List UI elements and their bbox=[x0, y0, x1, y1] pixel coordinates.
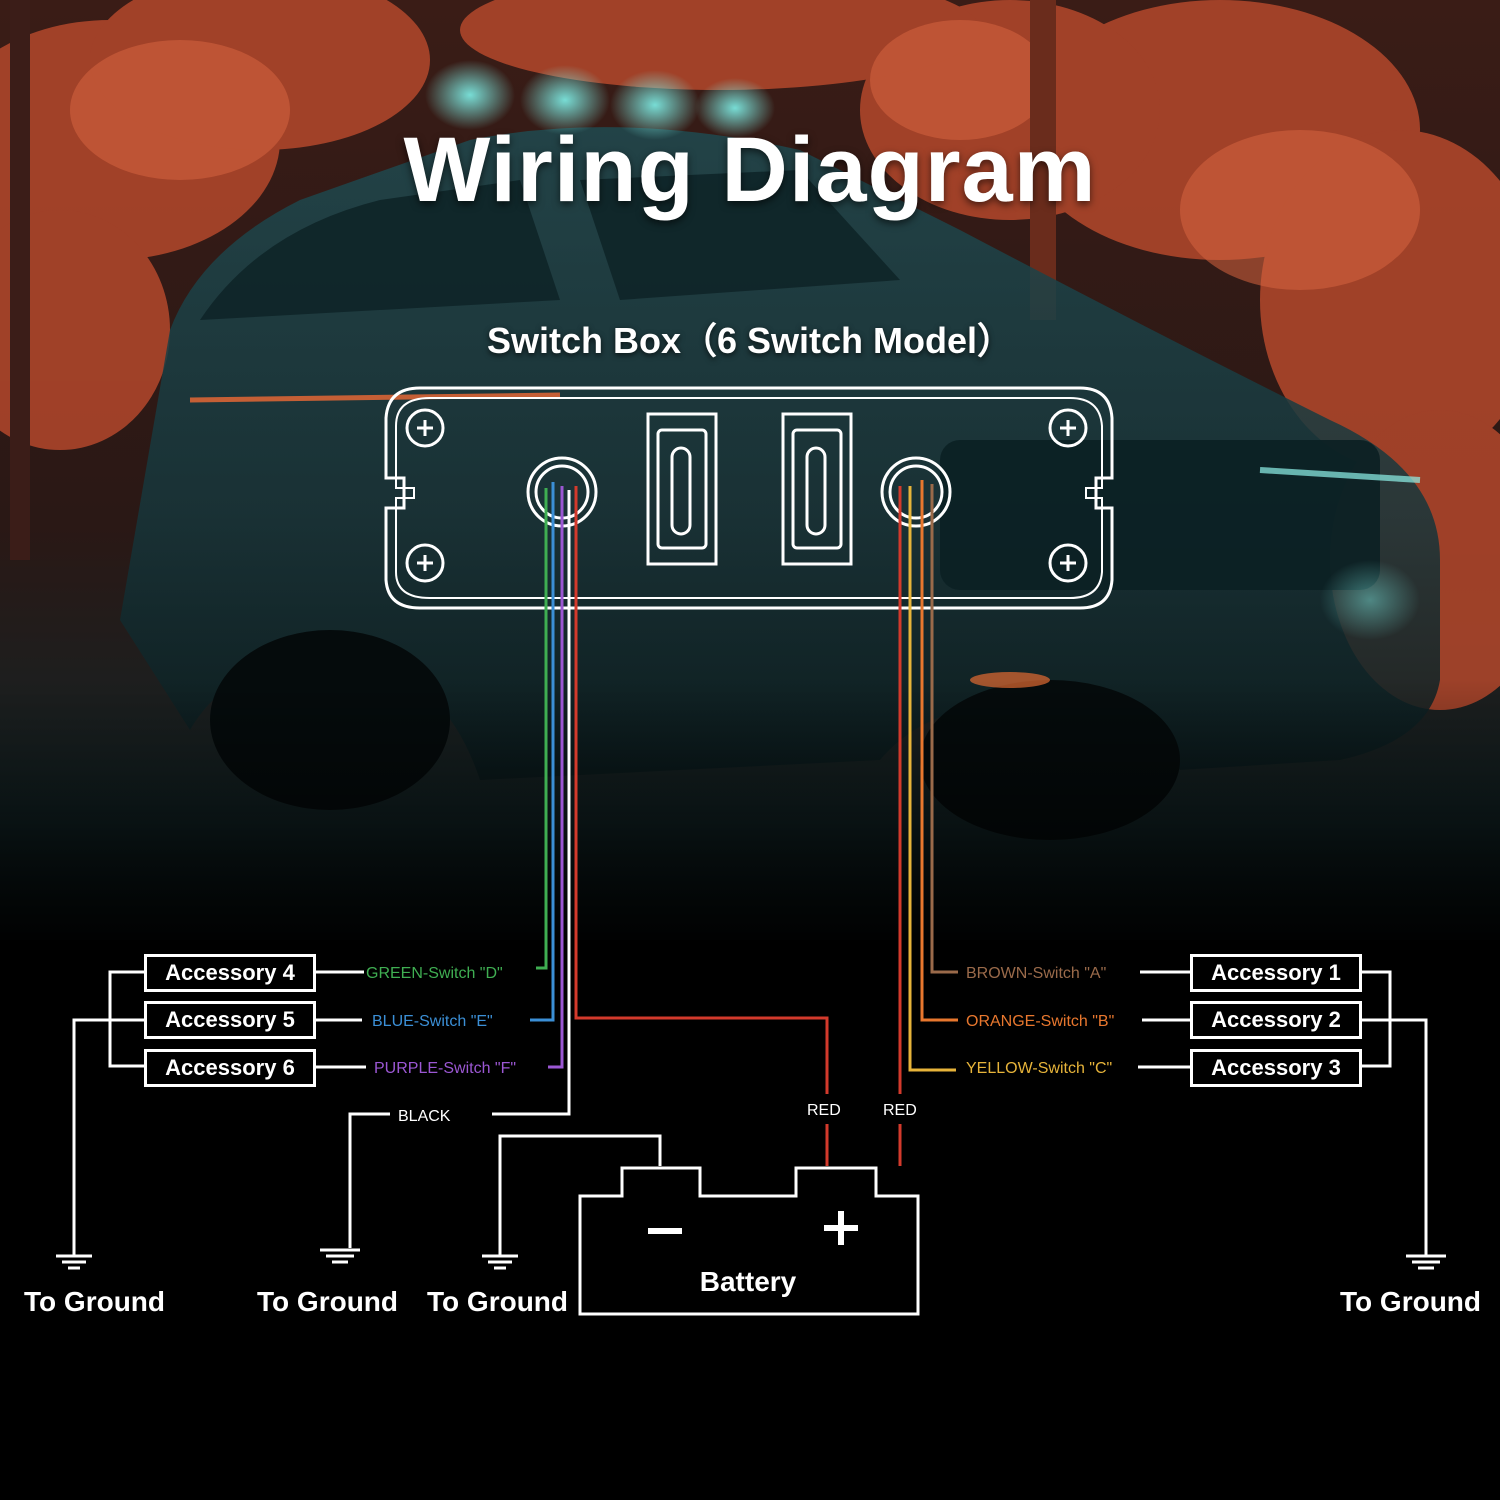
black-wire-label: BLACK bbox=[398, 1108, 451, 1125]
switch-box-title: Switch Box（6 Switch Model） bbox=[486, 320, 1014, 361]
accessory-5-box: Accessory 5 bbox=[144, 1001, 316, 1039]
ground-label-2: To Ground bbox=[257, 1286, 398, 1317]
battery-symbol bbox=[498, 1134, 920, 1316]
brown-wire bbox=[930, 484, 958, 974]
left-ground-bus bbox=[72, 970, 366, 1256]
screw-icon bbox=[417, 420, 1076, 571]
battery-terminal-icons bbox=[648, 1211, 858, 1245]
accessory-1-box: Accessory 1 bbox=[1190, 954, 1362, 992]
accessory-3-box: Accessory 3 bbox=[1190, 1049, 1362, 1087]
brown-wire-label: BROWN-Switch "A" bbox=[966, 965, 1107, 982]
orange-wire bbox=[920, 480, 958, 1022]
accessory-6-box: Accessory 6 bbox=[144, 1049, 316, 1087]
green-wire bbox=[536, 488, 548, 970]
blue-wire bbox=[530, 482, 555, 1022]
switch-box bbox=[384, 386, 1114, 610]
battery-label: Battery bbox=[699, 1266, 797, 1297]
yellow-wire-label: YELLOW-Switch "C" bbox=[966, 1060, 1113, 1077]
red-wire-left bbox=[574, 486, 829, 1094]
black-wire-ground bbox=[348, 1112, 390, 1248]
ground-label-3: To Ground bbox=[427, 1286, 568, 1317]
ground-label-4: To Ground bbox=[1340, 1286, 1481, 1317]
yellow-wire bbox=[908, 486, 956, 1072]
green-wire-label: GREEN-Switch "D" bbox=[366, 965, 503, 982]
right-ground-bus bbox=[1138, 970, 1428, 1256]
red-wire-label-left: RED bbox=[807, 1102, 841, 1119]
red-wire-label-right: RED bbox=[883, 1102, 917, 1119]
accessory-2-box: Accessory 2 bbox=[1190, 1001, 1362, 1039]
orange-wire-label: ORANGE-Switch "B" bbox=[966, 1013, 1115, 1030]
purple-wire bbox=[548, 486, 564, 1069]
blue-wire-label: BLUE-Switch "E" bbox=[372, 1013, 493, 1030]
accessory-4-box: Accessory 4 bbox=[144, 954, 316, 992]
ground-icon bbox=[56, 1248, 1446, 1270]
black-wire bbox=[492, 490, 571, 1116]
page-title: Wiring Diagram bbox=[403, 119, 1097, 221]
plus-icon bbox=[824, 1211, 858, 1245]
purple-wire-label: PURPLE-Switch "F" bbox=[374, 1060, 517, 1077]
ground-label-1: To Ground bbox=[24, 1286, 165, 1317]
